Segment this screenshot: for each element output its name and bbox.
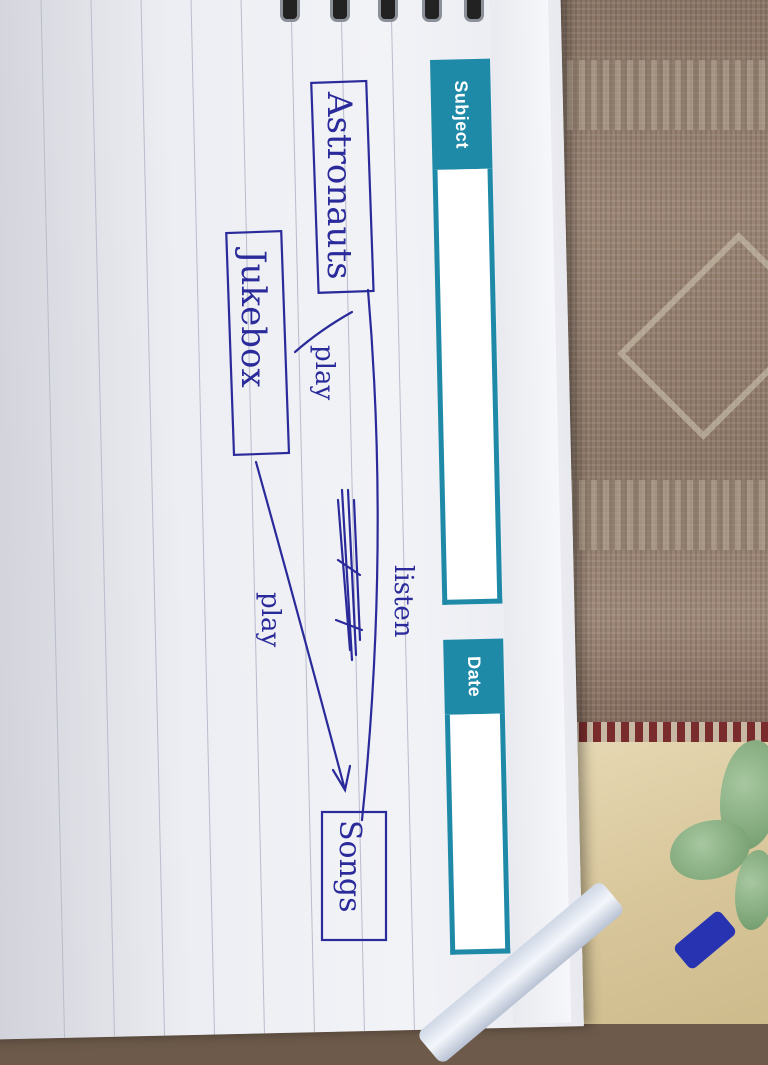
spiral-ring <box>422 0 442 22</box>
astronauts-label: Astronauts <box>319 91 359 280</box>
carpet-pattern-band <box>555 480 768 550</box>
spiral-ring <box>280 0 300 22</box>
edge-astronauts-songs <box>360 288 379 822</box>
handwritten-diagram: Astronauts Jukebox Songs play listen pla… <box>225 79 418 942</box>
spiral-ring <box>464 0 484 22</box>
arrowhead-songs <box>331 764 352 793</box>
carpet-pattern-band <box>555 60 768 130</box>
songs-label: Songs <box>332 820 367 913</box>
edge-label-play-1: play <box>309 345 339 400</box>
edge-label-listen: listen <box>388 565 418 638</box>
spiral-ring <box>378 0 398 22</box>
edge-label-play-2: play <box>255 592 285 647</box>
rug-fringe <box>565 722 768 742</box>
astronauts-box <box>310 79 375 294</box>
edge-jukebox-songs <box>254 460 347 792</box>
edge-astronauts-jukebox <box>293 310 354 354</box>
jukebox-box <box>225 229 291 457</box>
scribble-mark <box>334 488 364 662</box>
spiral-ring <box>330 0 350 22</box>
jukebox-label: Jukebox <box>233 247 273 388</box>
songs-box <box>320 810 388 942</box>
